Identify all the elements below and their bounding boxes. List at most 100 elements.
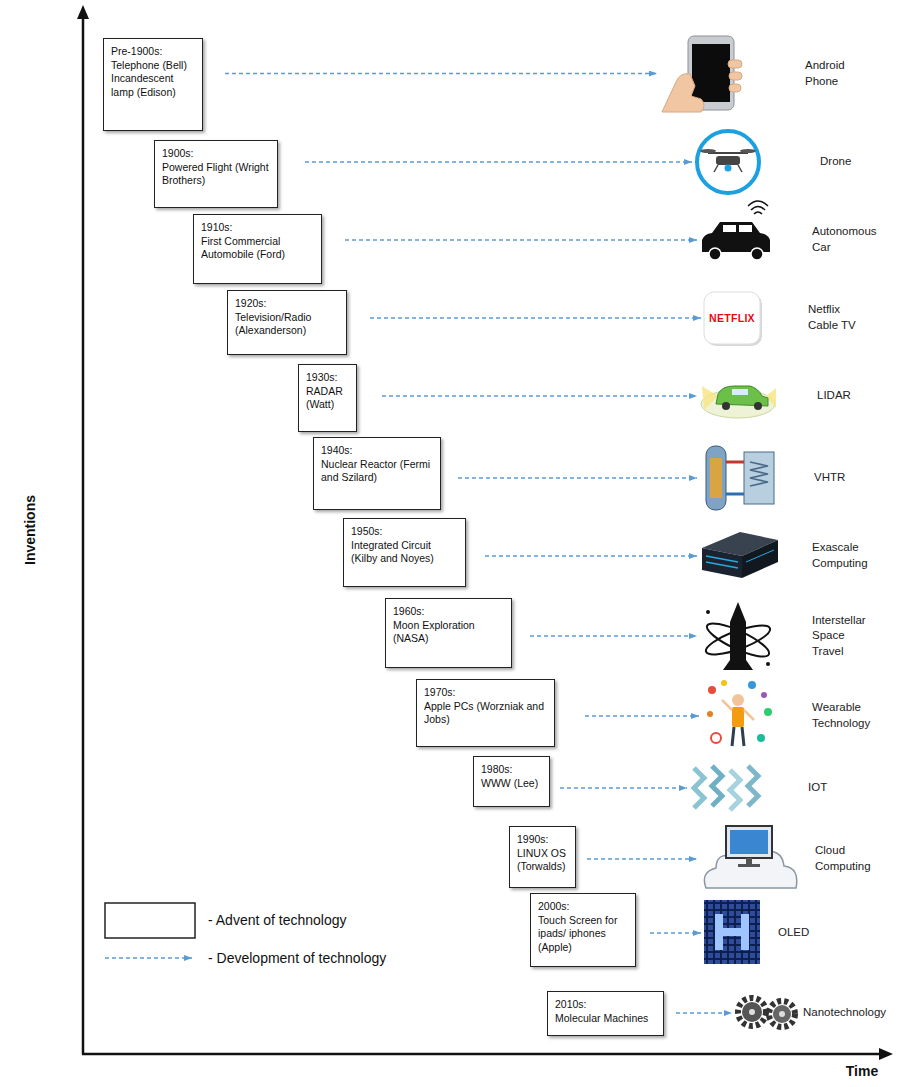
space-icon-part [706,610,710,614]
wearable-icon-part [748,681,756,689]
supercomputer-icon-part [702,548,742,578]
period-heading: 1950s: [351,525,458,539]
development-arrow [676,1012,732,1014]
gears-icon-part [769,1001,795,1027]
technology-label: VHTR [814,470,874,486]
period-heading: 1940s: [321,444,433,458]
car-icon-part [751,207,765,211]
technology-item: Cloud Computing [700,826,885,892]
car-icon-part [748,201,768,206]
gears-icon-part [738,998,766,1026]
development-arrow [345,239,697,241]
drone-icon-part [738,165,742,172]
car-icon-part [723,225,736,232]
legend-samples-part [105,957,192,959]
development-arrow [485,555,697,557]
technology-label: Android Phone [805,58,877,89]
space-icon-part [723,602,753,670]
technology-item: OLED [704,900,828,966]
period-heading: 1970s: [424,686,547,700]
invention-text: Integrated Circuit (Kilby and Noyes) [351,539,458,566]
invention-text: Nuclear Reactor (Fermi and Szilard) [321,458,433,485]
wearable-icon [707,680,772,746]
technology-label: Drone [820,154,880,170]
technology-label: Netflix Cable TV [808,302,866,333]
advent-box: Pre-1900s:Telephone (Bell) Incandescent … [103,38,203,131]
iot-icon [694,766,758,810]
lidar-icon-part [732,389,748,395]
cloud-icon-part [746,858,752,864]
period-heading: 2010s: [555,998,656,1012]
technology-item: Interstellar Space Travel [700,600,878,672]
wearable-icon-part [708,686,716,694]
period-heading: 1990s: [517,833,568,847]
drone-icon-part [740,149,756,153]
period-heading: Pre-1900s: [111,45,195,59]
car-icon-part [754,212,762,214]
invention-text: Telephone (Bell) Incandescent lamp (Edis… [111,59,195,100]
technology-label: LIDAR [817,388,877,404]
axes-part [82,16,85,1054]
invention-text: Moon Exploration (NASA) [393,619,504,646]
oled-icon [704,900,760,964]
technology-label: Nanotechnology [803,1005,893,1021]
technology-item: Wearable Technology [702,680,882,752]
space-icon [703,602,773,670]
phone-icon-part [662,74,704,112]
period-heading: 1930s: [306,371,349,385]
drone-icon [697,131,759,193]
netflix-tile [704,292,762,346]
iot-icon-part [712,766,722,806]
axes [77,5,893,1060]
invention-text: Touch Screen for ipads/ iphones (Apple) [538,914,628,955]
invention-text: LINUX OS (Torwalds) [517,847,568,874]
legend-samples [105,903,195,958]
wearable-icon-part [707,711,713,717]
phone-icon-part [729,72,742,80]
cloud-icon [704,826,796,888]
development-arrow [225,73,657,75]
advent-box: 1930s:RADAR (Watt) [298,364,357,432]
invention-text: Molecular Machines [555,1012,656,1026]
invention-text: RADAR (Watt) [306,385,349,412]
legend-text: - Advent of technology [208,912,347,928]
invention-text: Apple PCs (Worzniak and Jobs) [424,700,547,727]
technology-item: IOT [690,762,848,814]
period-heading: 1980s: [481,763,542,777]
technology-item: LIDAR [700,368,877,424]
period-heading: 1920s: [235,297,339,311]
iot-icon-part [694,768,704,808]
drone-icon-part [716,156,740,165]
supercomputer-icon-part [706,556,738,562]
advent-box: 1950s:Integrated Circuit (Kilby and Noye… [343,518,466,587]
car-icon-part [709,248,721,260]
car-icon-part [702,222,770,252]
phone-icon-part [728,60,742,68]
technology-label: IOT [808,780,848,796]
netflix-tile-part [704,292,760,344]
cloud-icon-part [738,864,760,867]
car-icon-part [739,225,752,232]
advent-box: 1920s:Television/Radio (Alexanderson) [227,290,347,355]
wearable-icon-part [732,694,744,706]
supercomputer-icon-part [706,562,738,568]
phone-icon-part [692,44,730,102]
period-heading: 1910s: [201,221,314,235]
drone-icon-part [725,165,732,172]
advent-box: 2000s:Touch Screen for ipads/ iphones (A… [530,893,636,967]
iot-icon-part [730,770,740,810]
axes-part [879,1048,893,1060]
invention-text: Powered Flight (Wright Brothers) [162,161,270,188]
wearable-icon-part [732,707,744,727]
technology-item: Android Phone [660,35,877,112]
technology-label: Cloud Computing [815,843,885,874]
reactor-icon-part [706,446,726,510]
reactor-icon-part [726,461,744,464]
technology-label: OLED [778,925,828,941]
oled-icon-part [704,900,760,964]
reactor-icon-part [750,462,768,486]
car-icon-part [751,248,763,260]
development-arrow [458,477,697,479]
development-arrow [650,932,701,934]
